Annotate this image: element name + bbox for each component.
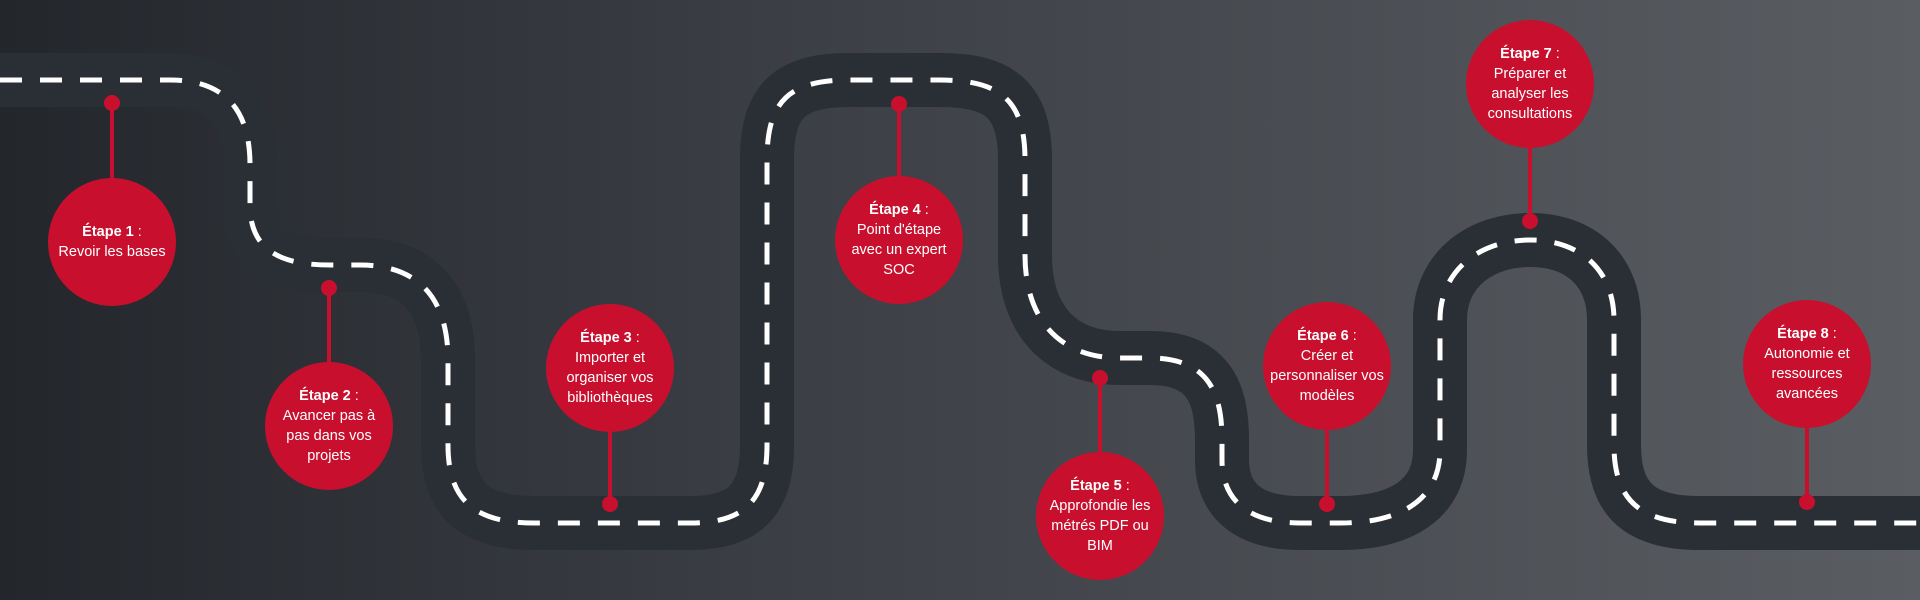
step-5-marker bbox=[1036, 370, 1164, 580]
step-3-marker bbox=[546, 304, 674, 512]
step-1-bubble bbox=[48, 178, 176, 306]
step-4-marker bbox=[835, 96, 963, 304]
step-markers bbox=[48, 20, 1871, 580]
step-7-anchor-dot bbox=[1522, 213, 1538, 229]
step-5-bubble bbox=[1036, 452, 1164, 580]
step-2-marker bbox=[265, 280, 393, 490]
step-6-bubble bbox=[1263, 302, 1391, 430]
step-8-marker bbox=[1743, 300, 1871, 510]
step-7-bubble bbox=[1466, 20, 1594, 148]
step-5-anchor-dot bbox=[1092, 370, 1108, 386]
step-3-bubble bbox=[546, 304, 674, 432]
step-4-bubble bbox=[835, 176, 963, 304]
step-4-anchor-dot bbox=[891, 96, 907, 112]
step-6-marker bbox=[1263, 302, 1391, 512]
step-8-bubble bbox=[1743, 300, 1871, 428]
step-1-marker bbox=[48, 95, 176, 306]
step-3-anchor-dot bbox=[602, 496, 618, 512]
step-6-anchor-dot bbox=[1319, 496, 1335, 512]
step-2-bubble bbox=[265, 362, 393, 490]
road-center-line bbox=[0, 77, 1920, 526]
step-8-anchor-dot bbox=[1799, 494, 1815, 510]
step-1-anchor-dot bbox=[104, 95, 120, 111]
step-7-marker bbox=[1466, 20, 1594, 229]
step-2-anchor-dot bbox=[321, 280, 337, 296]
